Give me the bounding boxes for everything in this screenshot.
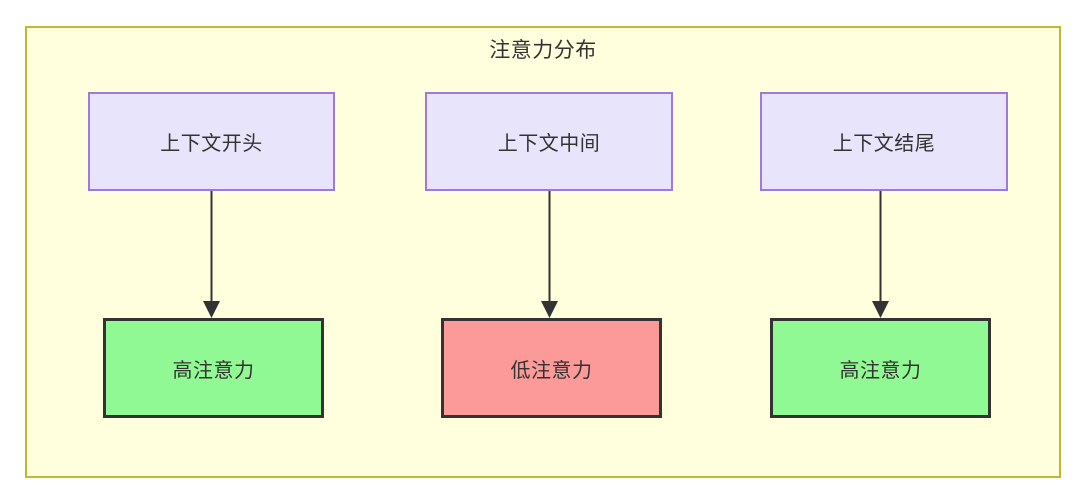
- node-attn-end-label: 高注意力: [839, 359, 922, 382]
- node-ctx-mid-label: 上下文中间: [497, 133, 601, 155]
- node-attn-start[interactable]: 高注意力: [103, 318, 324, 418]
- node-ctx-start[interactable]: 上下文开头: [88, 92, 335, 191]
- node-ctx-end-label: 上下文结尾: [832, 133, 936, 155]
- node-attn-end[interactable]: 高注意力: [770, 318, 991, 418]
- node-attn-start-label: 高注意力: [172, 359, 255, 382]
- node-ctx-start-label: 上下文开头: [160, 133, 263, 155]
- node-attn-mid[interactable]: 低注意力: [441, 318, 662, 418]
- subgraph-title: 注意力分布: [489, 39, 597, 62]
- node-ctx-end[interactable]: 上下文结尾: [760, 92, 1008, 191]
- node-attn-mid-label: 低注意力: [510, 359, 593, 382]
- node-ctx-mid[interactable]: 上下文中间: [425, 92, 673, 191]
